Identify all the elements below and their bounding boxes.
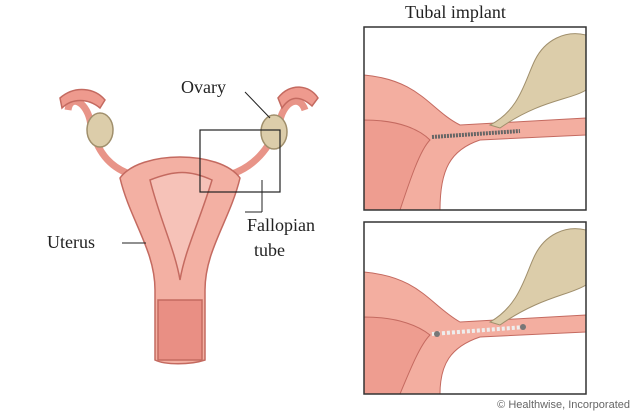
panel-title: Tubal implant bbox=[405, 2, 506, 22]
fallopian-label-line2: tube bbox=[254, 240, 285, 260]
zoom-box bbox=[199, 129, 281, 193]
ovary-leader bbox=[244, 91, 271, 119]
panel-after bbox=[363, 221, 587, 395]
uterus-anatomy bbox=[59, 86, 319, 365]
copyright-credit: © Healthwise, Incorporated bbox=[497, 399, 630, 411]
uterus-label: Uterus bbox=[47, 232, 95, 252]
fallopian-label-line1: Fallopian bbox=[247, 215, 315, 235]
ovary-label: Ovary bbox=[181, 77, 226, 97]
panel-before bbox=[363, 26, 587, 211]
